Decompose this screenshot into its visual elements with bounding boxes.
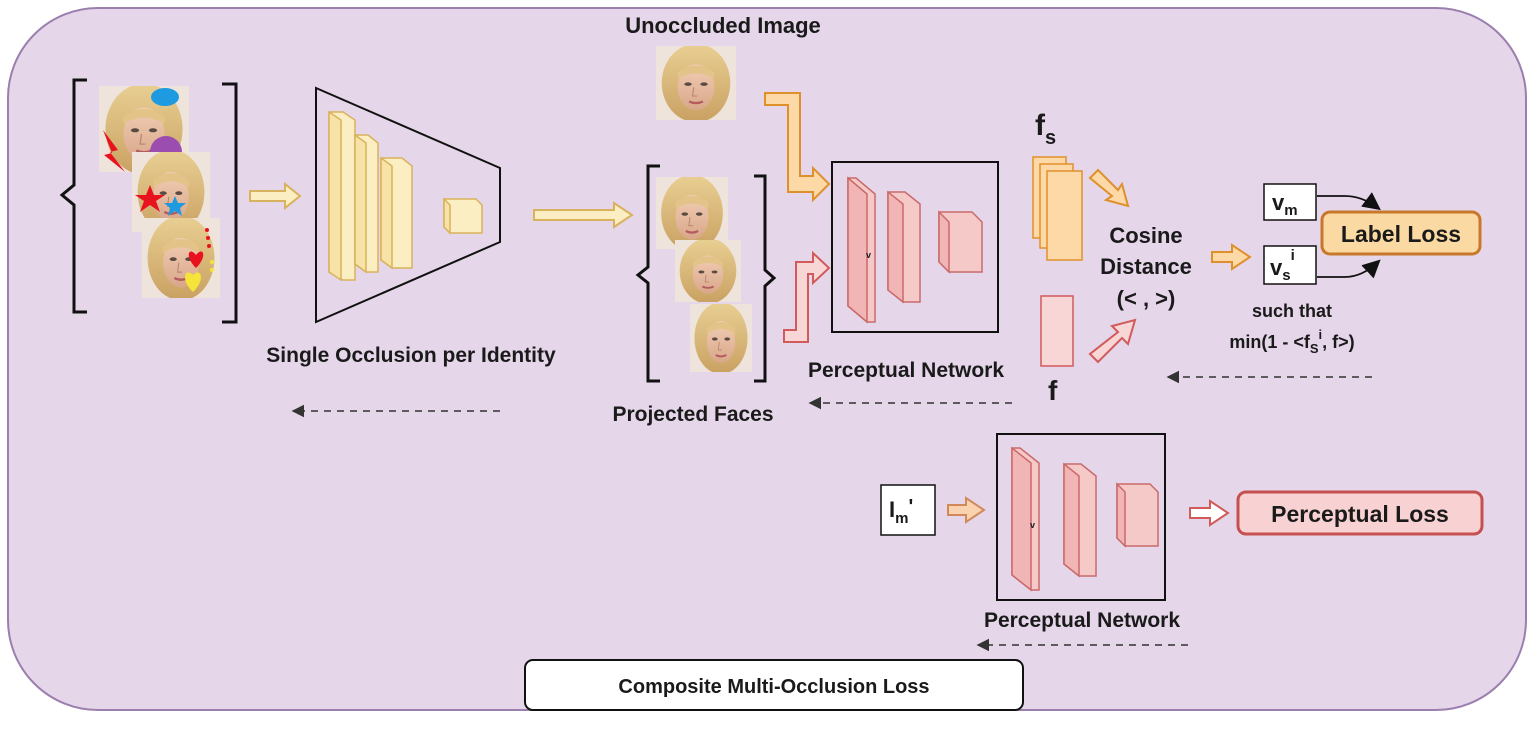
decoder-trapezoid bbox=[315, 86, 501, 324]
vm-box bbox=[1263, 183, 1317, 221]
such-that-label: such that bbox=[1252, 301, 1332, 321]
occluded-face-3 bbox=[142, 218, 220, 298]
arrow-vs-to-labelloss bbox=[1317, 259, 1381, 279]
projected-faces-set bbox=[635, 164, 777, 383]
min-constraint-label: min(1 - <fSi, f>) bbox=[1229, 327, 1354, 356]
decoder-network bbox=[315, 86, 501, 324]
vm-label: vm bbox=[1272, 190, 1298, 219]
cosine-label-1: Cosine bbox=[1109, 223, 1182, 248]
f-label: f bbox=[1048, 375, 1058, 406]
arrow-f-to-cosine bbox=[1088, 318, 1137, 364]
perceptual-network-bottom: v bbox=[996, 433, 1166, 601]
projected-face-1 bbox=[656, 177, 728, 249]
composite-loss-box bbox=[524, 659, 1024, 711]
projected-left-brace bbox=[635, 164, 660, 383]
layer-marker-top: v bbox=[866, 250, 871, 260]
label-loss-label: Label Loss bbox=[1341, 221, 1461, 247]
f-feature-block bbox=[1040, 295, 1074, 367]
left-brace bbox=[59, 78, 87, 314]
perceptual-network-bottom-box bbox=[996, 433, 1166, 601]
unoccluded-face-image bbox=[656, 46, 736, 120]
arrow-network-to-perceptual-loss bbox=[1189, 499, 1230, 527]
arrow-projections-to-network bbox=[783, 250, 831, 343]
perceptual-network-bottom-label: Perceptual Network bbox=[984, 609, 1180, 632]
single-occlusion-label: Single Occlusion per Identity bbox=[266, 344, 556, 367]
occluded-face-2 bbox=[132, 136, 210, 232]
perceptual-network-top-label: Perceptual Network bbox=[808, 359, 1004, 382]
arrow-im-to-network bbox=[947, 496, 986, 524]
occluded-faces-set bbox=[59, 78, 238, 324]
arrow-unoccluded-to-network bbox=[764, 92, 831, 203]
perceptual-network-top-box bbox=[831, 161, 999, 333]
unoccluded-image-label: Unoccluded Image bbox=[625, 13, 821, 38]
projected-face-3 bbox=[690, 304, 752, 372]
cosine-label-2: Distance bbox=[1100, 254, 1192, 279]
label-loss-box bbox=[1320, 210, 1482, 256]
im-prime-box bbox=[880, 484, 936, 536]
arrow-vm-to-labelloss bbox=[1317, 192, 1381, 211]
arrow-decoder-to-projections bbox=[533, 201, 634, 229]
composite-loss-label: Composite Multi-Occlusion Loss bbox=[618, 676, 929, 698]
perceptual-network-top: v bbox=[831, 161, 999, 333]
projected-faces-label: Projected Faces bbox=[612, 403, 773, 426]
occluded-face-1 bbox=[99, 86, 189, 172]
fs-feature-stack bbox=[1032, 156, 1083, 261]
perceptual-loss-label: Perceptual Loss bbox=[1271, 501, 1449, 527]
projected-right-brace bbox=[754, 174, 777, 383]
perceptual-loss-box bbox=[1236, 490, 1484, 536]
im-prime-label: Im' bbox=[889, 496, 913, 527]
layer-marker-bottom: v bbox=[1030, 520, 1035, 530]
vs-box bbox=[1263, 245, 1317, 285]
right-bracket bbox=[222, 82, 238, 324]
fs-label: fs bbox=[1035, 109, 1056, 149]
arrow-fs-to-cosine bbox=[1088, 168, 1130, 208]
vs-label: vsi bbox=[1270, 247, 1295, 284]
arrow-faces-to-decoder bbox=[249, 181, 302, 211]
arrow-cosine-to-vs bbox=[1211, 243, 1252, 271]
cosine-label-3: (< , >) bbox=[1117, 286, 1176, 311]
projected-face-2 bbox=[675, 240, 741, 302]
